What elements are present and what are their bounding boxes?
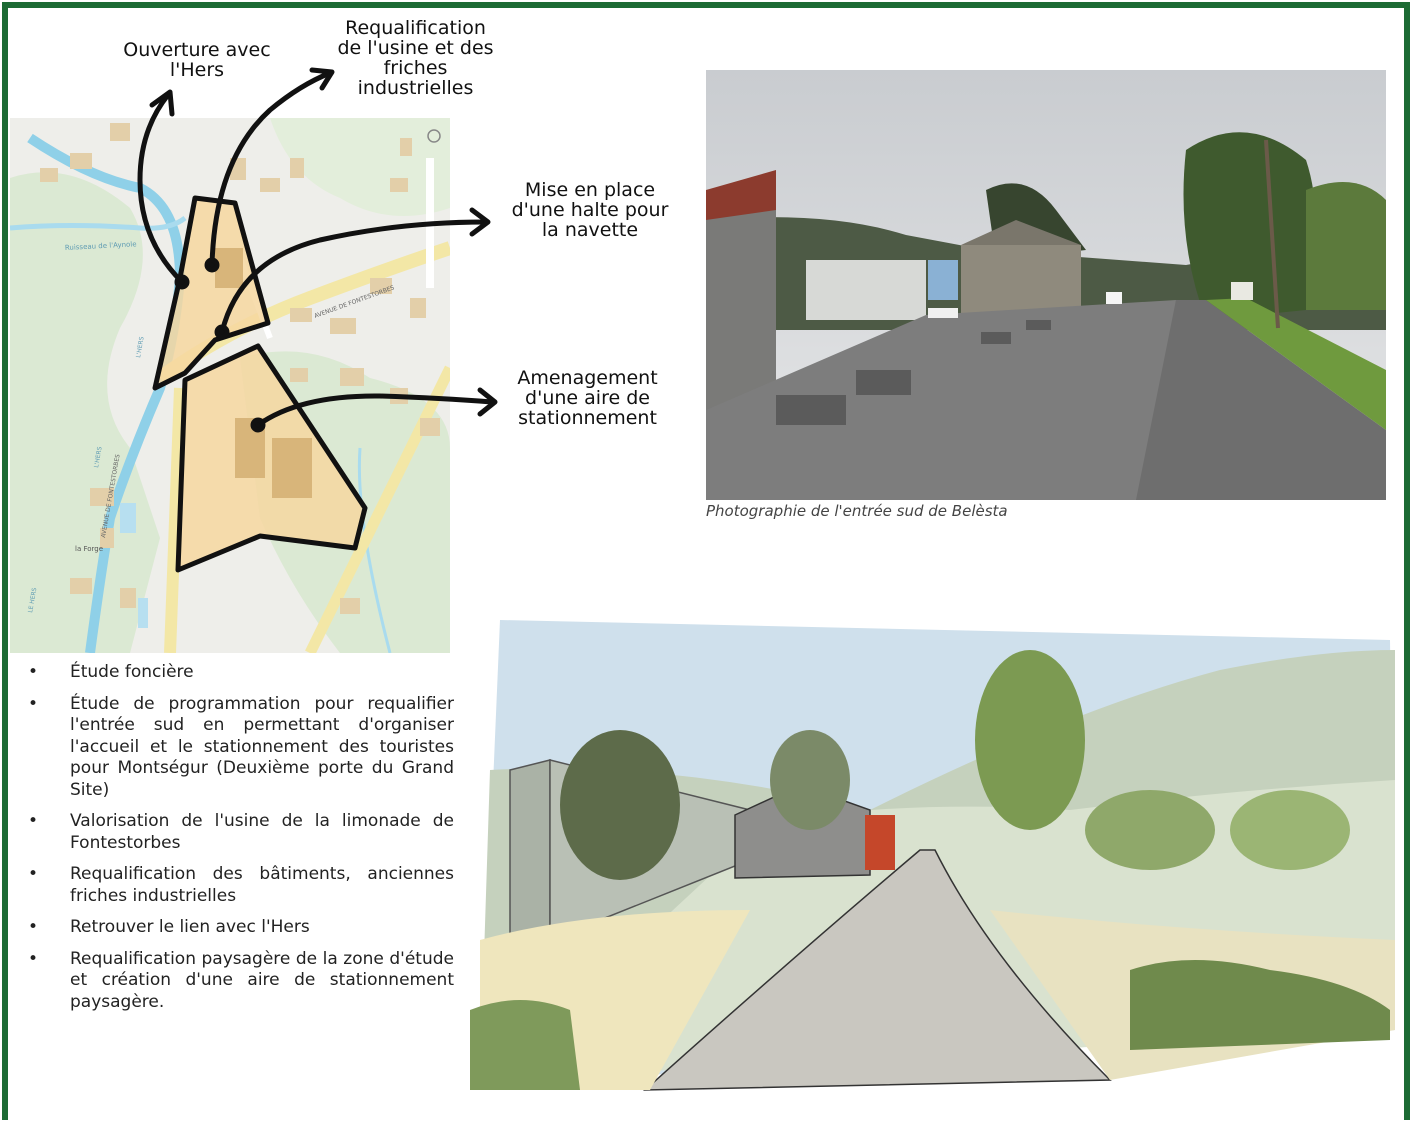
list-item: Requalification paysagère de la zone d'é…: [28, 949, 454, 1014]
annotation-requalification: Requalification de l'usine et des friche…: [337, 17, 494, 99]
list-item: Retrouver le lien avec l'Hers: [28, 917, 454, 939]
map-label-hers-1: L'HERS: [135, 336, 146, 358]
annotation-stationnement: Amenagement d'une aire de stationnement: [517, 367, 658, 429]
annotation-ouverture: Ouverture avec l'Hers: [123, 39, 271, 81]
map-label-hers-3: LE HERS: [27, 587, 38, 613]
list-item: Requalification des bâtiments, anciennes…: [28, 864, 454, 907]
list-item: Étude de programmation pour requalifier …: [28, 694, 454, 802]
site-map: Ruisseau de l'Aynole AVENUE DE FONTESTOR…: [10, 118, 450, 653]
photo-caption: Photographie de l'entrée sud de Belèsta: [706, 502, 1008, 520]
list-item: Valorisation de l'usine de la limonade d…: [28, 811, 454, 854]
map-label-la-forge: la Forge: [75, 545, 103, 553]
map-label-ruisseau: Ruisseau de l'Aynole: [65, 240, 137, 252]
list-item: Étude foncière: [28, 662, 454, 684]
action-list: Étude foncière Étude de programmation po…: [28, 662, 454, 1023]
map-label-hers-2: L'HERS: [93, 446, 104, 468]
annotation-halte: Mise en place d'une halte pour la navett…: [511, 179, 669, 241]
entrance-photo: [706, 70, 1386, 500]
landscape-sketch: [470, 610, 1400, 1100]
